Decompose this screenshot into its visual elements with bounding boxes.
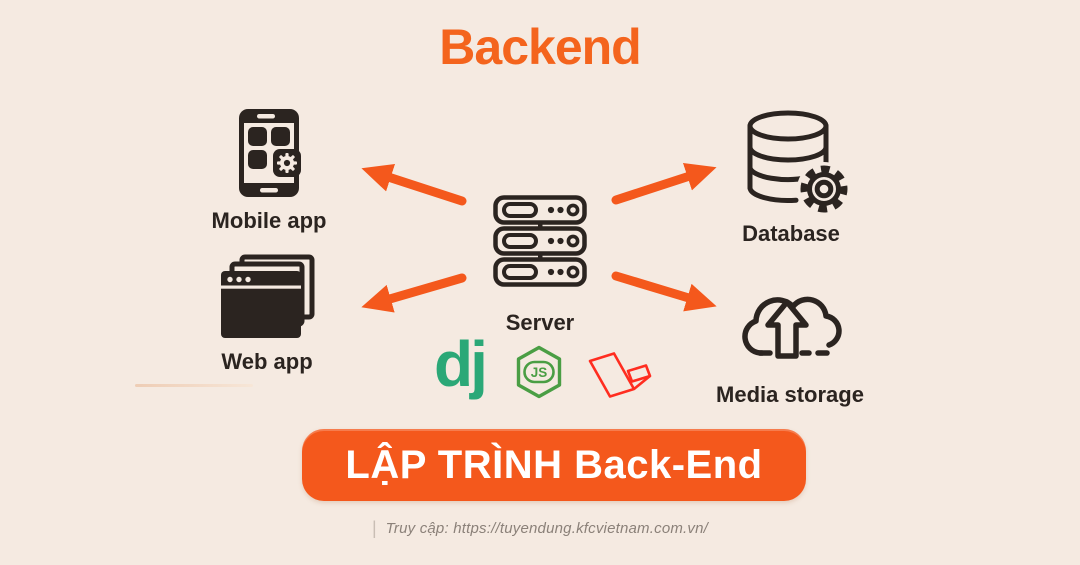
laravel-logo [588, 352, 652, 398]
web-app-icon [221, 254, 315, 338]
nodejs-logo: JS [516, 345, 562, 399]
mobile-app-icon [239, 109, 301, 197]
footer: | Truy cập: https://tuyendung.kfcvietnam… [0, 518, 1080, 539]
gear-icon [277, 153, 297, 173]
banner-label: LẬP TRÌNH Back-End [345, 443, 763, 487]
nodejs-js-text: JS [531, 365, 548, 380]
server-icon [493, 195, 587, 287]
database-label: Database [742, 221, 840, 246]
divider-line [135, 384, 253, 387]
django-logo: dj [434, 328, 488, 400]
web-app-label: Web app [221, 349, 313, 374]
arrow-server-to-web-app [361, 273, 467, 313]
database-icon [747, 110, 851, 216]
server-label: Server [505, 310, 575, 335]
media-storage-icon [742, 296, 842, 359]
footer-url-text: Truy cập: https://tuyendung.kfcvietnam.c… [385, 520, 709, 537]
mobile-app-label: Mobile app [211, 208, 327, 233]
media-storage-label: Media storage [716, 382, 864, 407]
arrow-server-to-mobile-app [361, 164, 467, 206]
arrow-server-to-media-storage [611, 271, 717, 312]
page-title: Backend [439, 19, 641, 75]
arrow-server-to-database [611, 163, 717, 205]
footer-separator: | [371, 518, 377, 538]
course-banner: LẬP TRÌNH Back-End [302, 429, 806, 501]
upload-arrow [765, 299, 809, 359]
gear-icon [800, 165, 848, 213]
